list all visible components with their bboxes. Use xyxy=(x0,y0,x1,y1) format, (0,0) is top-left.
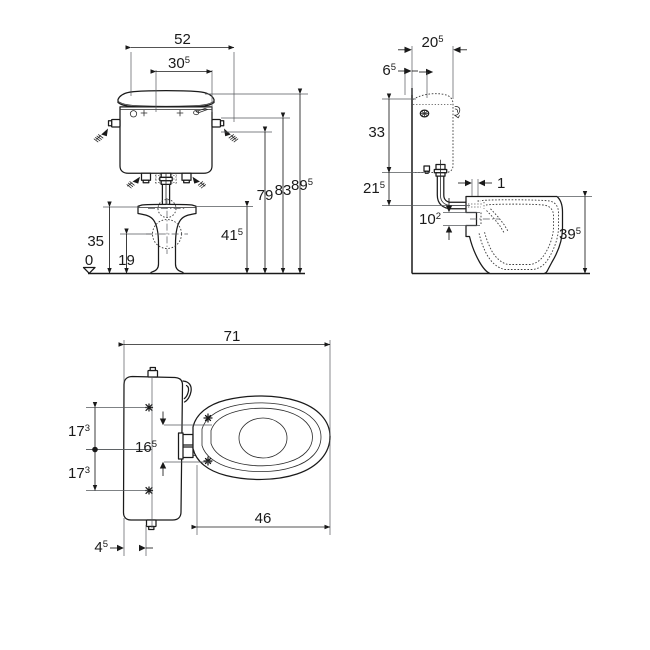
datum-marker-zero: 0 xyxy=(82,252,96,274)
cistern-plan-lever xyxy=(182,380,192,403)
dim-173-lower: 173 xyxy=(68,449,148,491)
cistern-right-connector xyxy=(211,118,239,143)
flush-lever-pivot xyxy=(193,110,200,116)
dim-45-label: 45 xyxy=(94,539,108,556)
dim-395: 395 xyxy=(557,190,592,274)
seat-inner-ring-1 xyxy=(201,402,322,473)
dim-46-label: 46 xyxy=(255,510,272,527)
dim-415-label: 415 xyxy=(221,227,243,244)
dim-83-label: 83 xyxy=(275,182,292,199)
flush-pipe-side xyxy=(436,175,469,210)
cistern-plan-outline xyxy=(122,375,184,521)
dim-45: 45 xyxy=(94,518,153,556)
seat-inner-ring-2 xyxy=(210,407,313,467)
fixing-cross-marks-top xyxy=(140,109,184,117)
cistern-side-outlet xyxy=(423,159,448,177)
dim-83: 83 xyxy=(221,112,292,274)
flush-lever xyxy=(195,108,208,114)
dim-1: 1 xyxy=(458,175,505,196)
cistern-fixing-bolt-left xyxy=(126,172,152,189)
pan-side-trap-hidden xyxy=(468,202,485,209)
plan-view: 71 173 173 165 xyxy=(68,328,331,556)
dim-35-label: 35 xyxy=(87,233,104,250)
dim-52: 52 xyxy=(125,31,235,122)
cistern-plan-inlet-bottom xyxy=(145,519,157,531)
dim-71-label: 71 xyxy=(224,328,241,345)
cistern-front xyxy=(93,90,239,189)
pan-side-bowl-hidden xyxy=(477,199,559,270)
cistern-body xyxy=(119,106,213,174)
seat-fixing-upper xyxy=(203,413,213,423)
dim-895: 895 xyxy=(205,88,313,274)
dim-102: 102 xyxy=(419,198,480,240)
dim-1-label: 1 xyxy=(497,175,505,192)
seat-outer-outline xyxy=(192,395,331,481)
cistern-side-lever xyxy=(454,106,461,119)
dim-205-label: 205 xyxy=(422,34,444,51)
dim-895-label: 895 xyxy=(291,177,313,194)
dim-35: 35 xyxy=(87,201,140,274)
overflow-hole xyxy=(129,110,138,118)
dim-65: 65 xyxy=(382,62,418,95)
cistern-left-connector xyxy=(93,118,121,143)
flush-pipe-front xyxy=(159,172,173,206)
dim-19: 19 xyxy=(118,228,152,274)
dim-305: 305 xyxy=(150,55,213,112)
dim-305-label: 305 xyxy=(168,55,190,72)
front-elevation-view: 52 305 35 19 0 415 xyxy=(82,31,313,275)
dim-415: 415 xyxy=(196,200,253,274)
dim-165-label: 165 xyxy=(135,439,157,456)
cistern-side-outline xyxy=(412,93,454,174)
cistern-plan xyxy=(122,366,192,531)
dim-65-label: 65 xyxy=(382,62,396,79)
dim-205: 205 xyxy=(398,34,467,99)
dim-46: 46 xyxy=(191,440,331,535)
cistern-side xyxy=(412,93,461,177)
dim-102-label: 102 xyxy=(419,211,441,228)
dim-71: 71 xyxy=(118,328,331,436)
dim-33-label: 33 xyxy=(368,124,385,141)
datum-zero-label: 0 xyxy=(85,252,93,269)
wc-pan-side xyxy=(465,195,564,275)
dim-79: 79 xyxy=(221,126,274,274)
pan-side-outline xyxy=(465,195,564,275)
cistern-plan-inlet-top xyxy=(147,366,159,378)
dim-52-label: 52 xyxy=(174,31,191,48)
dim-215-label: 215 xyxy=(363,180,385,197)
dim-215: 215 xyxy=(363,166,470,206)
cistern-side-flush-mark xyxy=(419,109,430,118)
seat-fixing-lower xyxy=(203,456,213,466)
dim-19-label: 19 xyxy=(118,252,135,269)
dim-173-lower-label: 173 xyxy=(68,465,90,482)
dim-395-label: 395 xyxy=(559,226,581,243)
right-connector-coil xyxy=(228,134,239,143)
left-connector-coil xyxy=(93,134,104,143)
dim-33: 33 xyxy=(368,93,430,173)
dim-173-upper-label: 173 xyxy=(68,423,90,440)
cistern-fixing-bolt-right xyxy=(181,172,206,189)
wc-seat-plan xyxy=(192,395,331,481)
dim-165: 165 xyxy=(135,411,212,476)
side-elevation-view: 65 205 33 215 xyxy=(363,34,592,275)
seat-aperture xyxy=(238,417,288,459)
wc-pan-front xyxy=(137,198,197,275)
dim-79-label: 79 xyxy=(257,187,274,204)
